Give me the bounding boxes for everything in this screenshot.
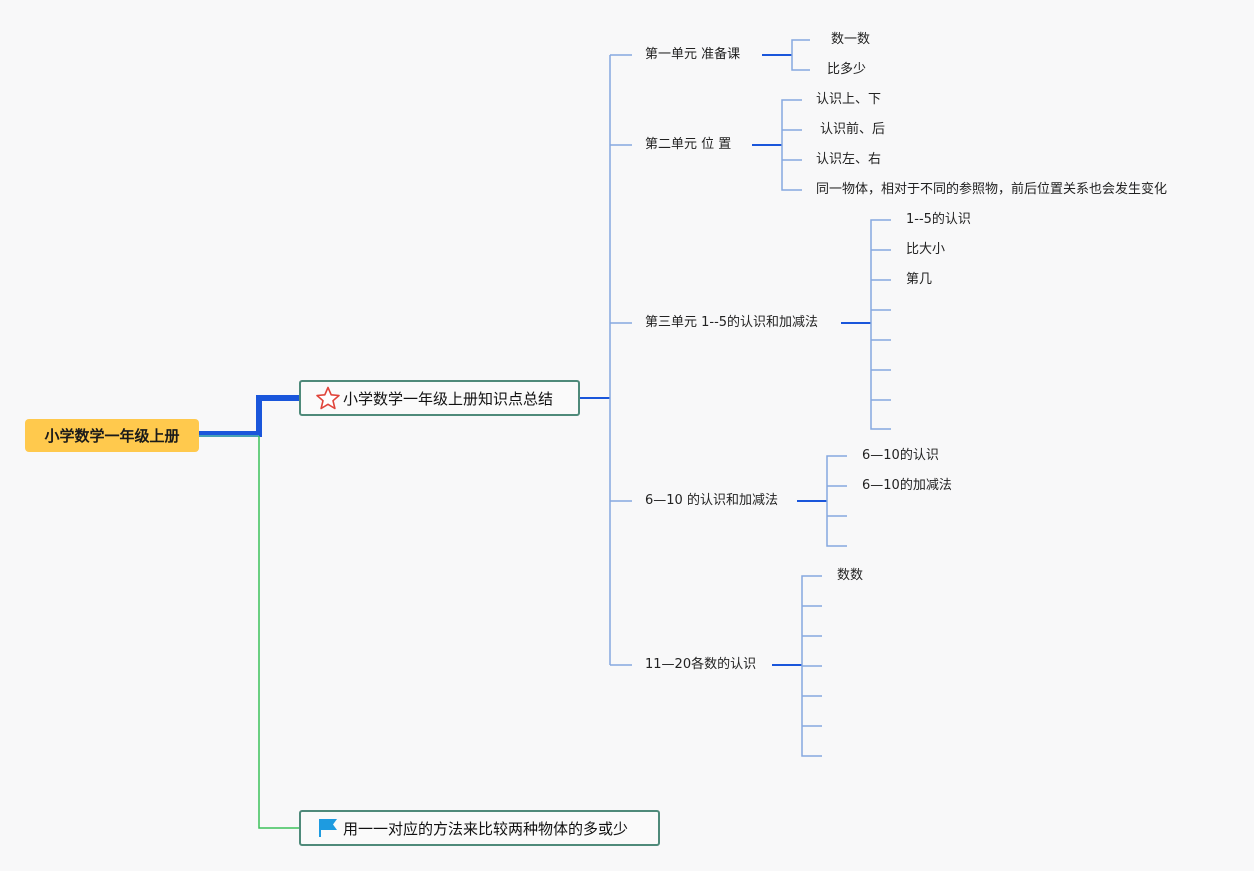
root-to-main-connector — [199, 395, 299, 437]
unit-4-item-2[interactable]: 6—10的加减法 — [862, 478, 952, 493]
unit-2-item-2[interactable]: 认识前、后 — [820, 122, 886, 137]
unit-3-item-2[interactable]: 比大小 — [906, 242, 946, 257]
unit-2-item-4[interactable]: 同一物体，相对于不同的参照物，前后位置关系也会发生变化 — [816, 182, 1168, 197]
unit-3-item-1[interactable]: 1--5的认识 — [906, 212, 971, 227]
unit-2-bracket — [781, 99, 802, 191]
unit-2-item-3[interactable]: 认识左、右 — [816, 152, 882, 167]
unit-3-label[interactable]: 第三单元 1--5的认识和加减法 — [645, 315, 819, 330]
root-label: 小学数学一年级上册 — [44, 427, 180, 445]
unit-3-item-3[interactable]: 第几 — [906, 272, 933, 287]
unit-1-item-1[interactable]: 数一数 — [831, 32, 871, 47]
unit-5-label[interactable]: 11—20各数的认识 — [645, 657, 757, 672]
secondary-topic-node[interactable]: 用一一对应的方法来比较两种物体的多或少 — [299, 810, 660, 846]
root-to-secondary-connector — [258, 436, 299, 829]
secondary-topic-label: 用一一对应的方法来比较两种物体的多或少 — [343, 819, 629, 838]
unit-4-item-1[interactable]: 6—10的认识 — [862, 448, 939, 463]
main-topic-label: 小学数学一年级上册知识点总结 — [343, 389, 554, 408]
unit-2-label[interactable]: 第二单元 位 置 — [645, 137, 732, 152]
unit-3-bracket — [870, 219, 891, 430]
root-node[interactable]: 小学数学一年级上册 — [25, 419, 199, 452]
unit-1-item-2[interactable]: 比多少 — [827, 62, 867, 77]
unit-1-bracket — [791, 39, 810, 71]
star-icon — [315, 386, 341, 410]
unit-4-bracket — [826, 455, 847, 547]
unit-2-item-1[interactable]: 认识上、下 — [816, 92, 882, 107]
unit-4-label[interactable]: 6—10 的认识和加减法 — [645, 493, 778, 508]
unit-5-item-1[interactable]: 数数 — [837, 568, 864, 583]
flag-icon — [317, 816, 341, 840]
main-topic-node[interactable]: 小学数学一年级上册知识点总结 — [299, 380, 580, 416]
unit-1-label[interactable]: 第一单元 准备课 — [645, 47, 741, 62]
